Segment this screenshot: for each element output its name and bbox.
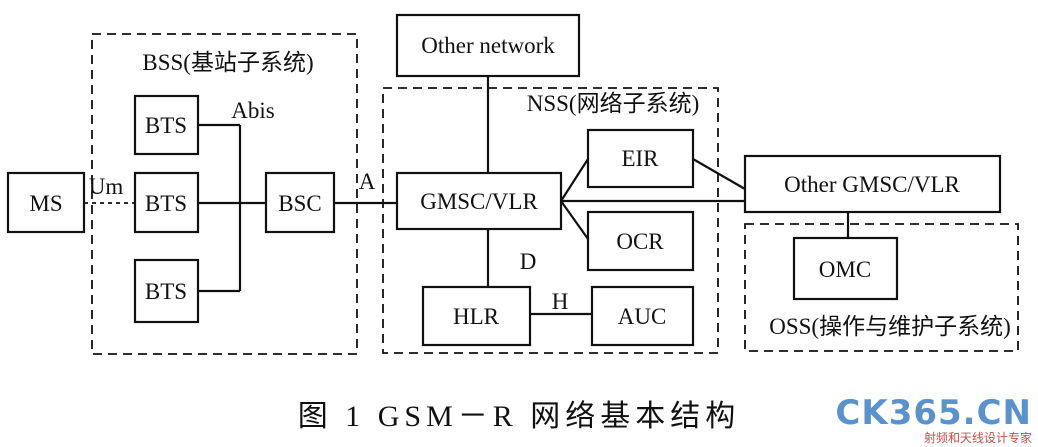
watermark-tagline: 射频和天线设计专家 (923, 431, 1032, 445)
other-network-label: Other network (421, 33, 555, 58)
eir-label: EIR (621, 146, 659, 171)
other-gmsc-box (743, 154, 1002, 214)
bts-top-label: BTS (145, 113, 187, 138)
omc-label: OMC (819, 257, 871, 282)
ocr-box (586, 210, 695, 272)
oss-group-label: OSS(操作与维护子系统) (769, 314, 1011, 339)
gmsc-vlr-label: GMSC/VLR (420, 189, 538, 214)
ms-box (6, 171, 86, 234)
nss-group (382, 87, 719, 354)
oss-group (744, 223, 1019, 352)
bts-top-box (133, 94, 200, 156)
bts-mid-box (133, 171, 200, 234)
hlr-label: HLR (453, 304, 500, 329)
bts-mid-label: BTS (145, 191, 187, 216)
omc-box (792, 236, 899, 301)
figure-caption: 图 1 GSM－R 网络基本结构 (297, 400, 741, 433)
h-interface-label: H (552, 289, 569, 314)
bts-bot-box (133, 258, 200, 324)
bss-group-label: BSS(基站子系统) (142, 50, 313, 75)
bsc-box (264, 171, 336, 234)
ms-label: MS (29, 191, 62, 216)
ocr-label: OCR (616, 229, 664, 254)
gmsc-vlr-box (395, 171, 563, 231)
a-interface-label: A (359, 169, 376, 194)
eir-other-gmsc-link (692, 158, 746, 190)
um-interface-label: Um (89, 174, 124, 199)
bss-group (91, 33, 358, 355)
gsm-r-network-diagram: BSS(基站子系统) NSS(网络子系统) OSS(操作与维护子系统) MS B… (6, 13, 1019, 355)
other-network-box (395, 13, 581, 78)
abis-interface-label: Abis (231, 98, 275, 123)
bts-bot-label: BTS (145, 279, 187, 304)
watermark: CK365.CN 射频和天线设计专家 (835, 395, 1032, 445)
nss-group-label: NSS(网络子系统) (527, 91, 700, 116)
d-interface-label: D (520, 249, 537, 274)
auc-label: AUC (618, 304, 667, 329)
eir-box (586, 128, 695, 189)
gmsc-ocr-link (560, 200, 589, 240)
watermark-logo: CK365.CN (835, 393, 1032, 433)
gmsc-eir-link (560, 158, 589, 202)
hlr-box (421, 285, 532, 347)
auc-box (590, 285, 695, 347)
bsc-label: BSC (278, 191, 321, 216)
other-gmsc-label: Other GMSC/VLR (784, 172, 960, 197)
